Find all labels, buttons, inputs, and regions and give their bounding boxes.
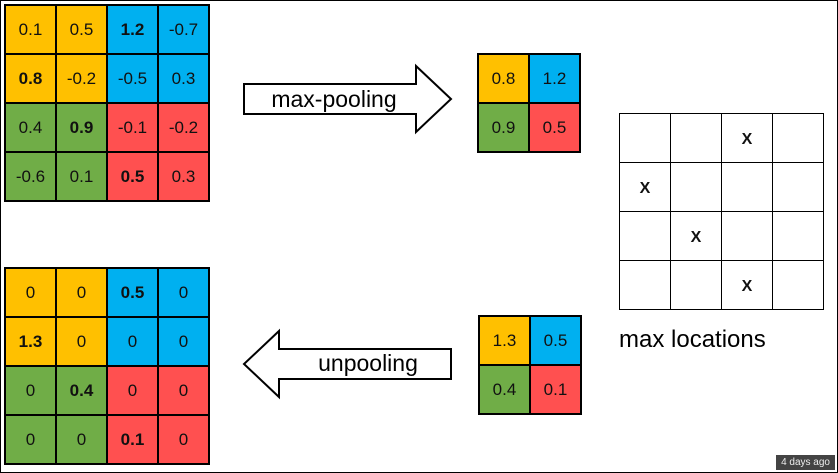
grid-cell: 0.1 (6, 6, 57, 55)
grid-cell (773, 114, 824, 163)
grid-cell: 0.3 (159, 153, 210, 202)
grid-cell (671, 163, 722, 212)
grid-cell (671, 261, 722, 310)
grid-cell (722, 163, 773, 212)
grid-cell (773, 163, 824, 212)
grid-cell: 1.2 (108, 6, 159, 55)
grid-cell: 1.3 (480, 317, 531, 366)
max-location-mark: X (620, 163, 671, 212)
grid-cell: 0 (108, 318, 159, 367)
grid-cell: 0.5 (108, 269, 159, 318)
max-location-mark: X (722, 114, 773, 163)
grid-cell (620, 261, 671, 310)
grid-cell: 0.1 (57, 153, 108, 202)
grid-cell (722, 212, 773, 261)
grid-cell: 0.3 (159, 55, 210, 104)
grid-cell: 0 (57, 269, 108, 318)
grid-cell (773, 261, 824, 310)
grid-cell: 0.4 (57, 367, 108, 416)
grid-cell: 1.3 (6, 318, 57, 367)
grid-cell: 0.8 (6, 55, 57, 104)
grid-cell: 0.5 (530, 104, 581, 153)
grid-cell: 0.5 (108, 153, 159, 202)
timestamp-badge: 4 days ago (776, 455, 835, 470)
grid-cell (620, 114, 671, 163)
grid-cell: 0.5 (531, 317, 582, 366)
grid-cell: 1.2 (530, 55, 581, 104)
grid-cell: 0 (159, 269, 210, 318)
grid-cell: 0 (6, 269, 57, 318)
grid-cell: 0.4 (6, 104, 57, 153)
grid-cell: 0 (57, 318, 108, 367)
grid-cell: 0 (108, 367, 159, 416)
grid-cell (671, 114, 722, 163)
grid-cell: 0.9 (479, 104, 530, 153)
max-location-mark: X (722, 261, 773, 310)
grid-cell: 0.9 (57, 104, 108, 153)
max-locations-label: max locations (619, 326, 766, 353)
grid-cell: -0.1 (108, 104, 159, 153)
max-pooling-arrow (243, 63, 453, 135)
max-location-mark: X (671, 212, 722, 261)
grid-cell: -0.7 (159, 6, 210, 55)
grid-cell: 0 (159, 318, 210, 367)
max-pooling-label: max-pooling (271, 86, 397, 112)
grid-cell: -0.5 (108, 55, 159, 104)
grid-cell (620, 212, 671, 261)
grid-cell: 0 (57, 416, 108, 465)
grid-cell: -0.2 (57, 55, 108, 104)
grid-cell: 0.8 (479, 55, 530, 104)
grid-cell: 0.5 (57, 6, 108, 55)
unpooling-label: unpooling (318, 350, 418, 376)
grid-cell: 0 (159, 367, 210, 416)
grid-cell: -0.6 (6, 153, 57, 202)
grid-cell: 0.1 (531, 366, 582, 415)
grid-cell: -0.2 (159, 104, 210, 153)
grid-cell: 0 (6, 367, 57, 416)
grid-cell: 0.4 (480, 366, 531, 415)
grid-cell: 0.1 (108, 416, 159, 465)
grid-cell (773, 212, 824, 261)
grid-cell: 0 (159, 416, 210, 465)
grid-cell: 0 (6, 416, 57, 465)
unpooling-arrow (242, 328, 452, 400)
